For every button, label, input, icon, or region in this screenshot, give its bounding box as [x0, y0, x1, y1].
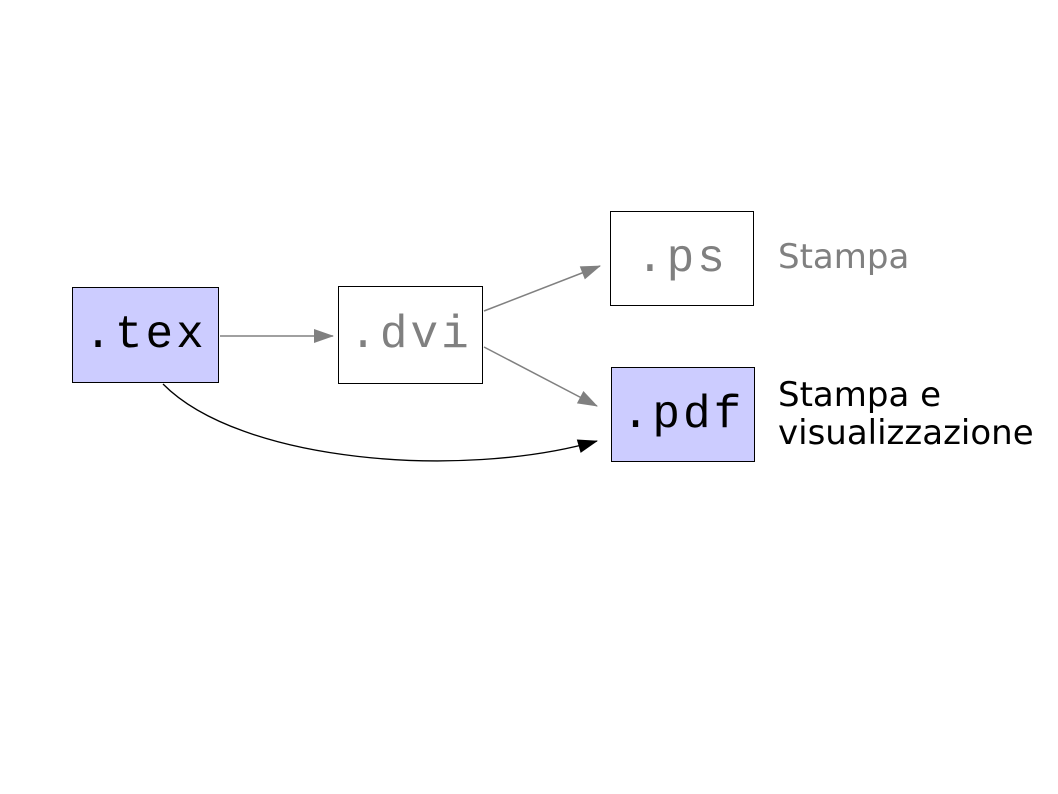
annotation-ps-text: Stampa [778, 237, 910, 277]
annotation-pdf-line1: Stampa e [778, 375, 942, 415]
edge-dvi-to-ps-arrow [483, 265, 601, 312]
annotation-pdf-stampa-e-visualizzazione: Stampa e visualizzazione [778, 376, 1034, 452]
node-ps-label: .ps [636, 232, 728, 285]
node-pdf: .pdf [611, 367, 755, 462]
node-dvi: .dvi [338, 286, 483, 384]
annotation-ps-stampa: Stampa [778, 238, 909, 276]
edge-tex-to-pdf-curved-arrow [162, 383, 598, 462]
annotation-pdf-line2: visualizzazione [778, 413, 1034, 453]
node-tex-label: .tex [84, 309, 207, 361]
node-ps: .ps [610, 211, 754, 306]
edge-dvi-to-pdf-arrow [483, 346, 598, 407]
node-tex: .tex [72, 287, 219, 383]
node-dvi-label: .dvi [349, 309, 472, 361]
node-pdf-label: .pdf [621, 388, 745, 441]
